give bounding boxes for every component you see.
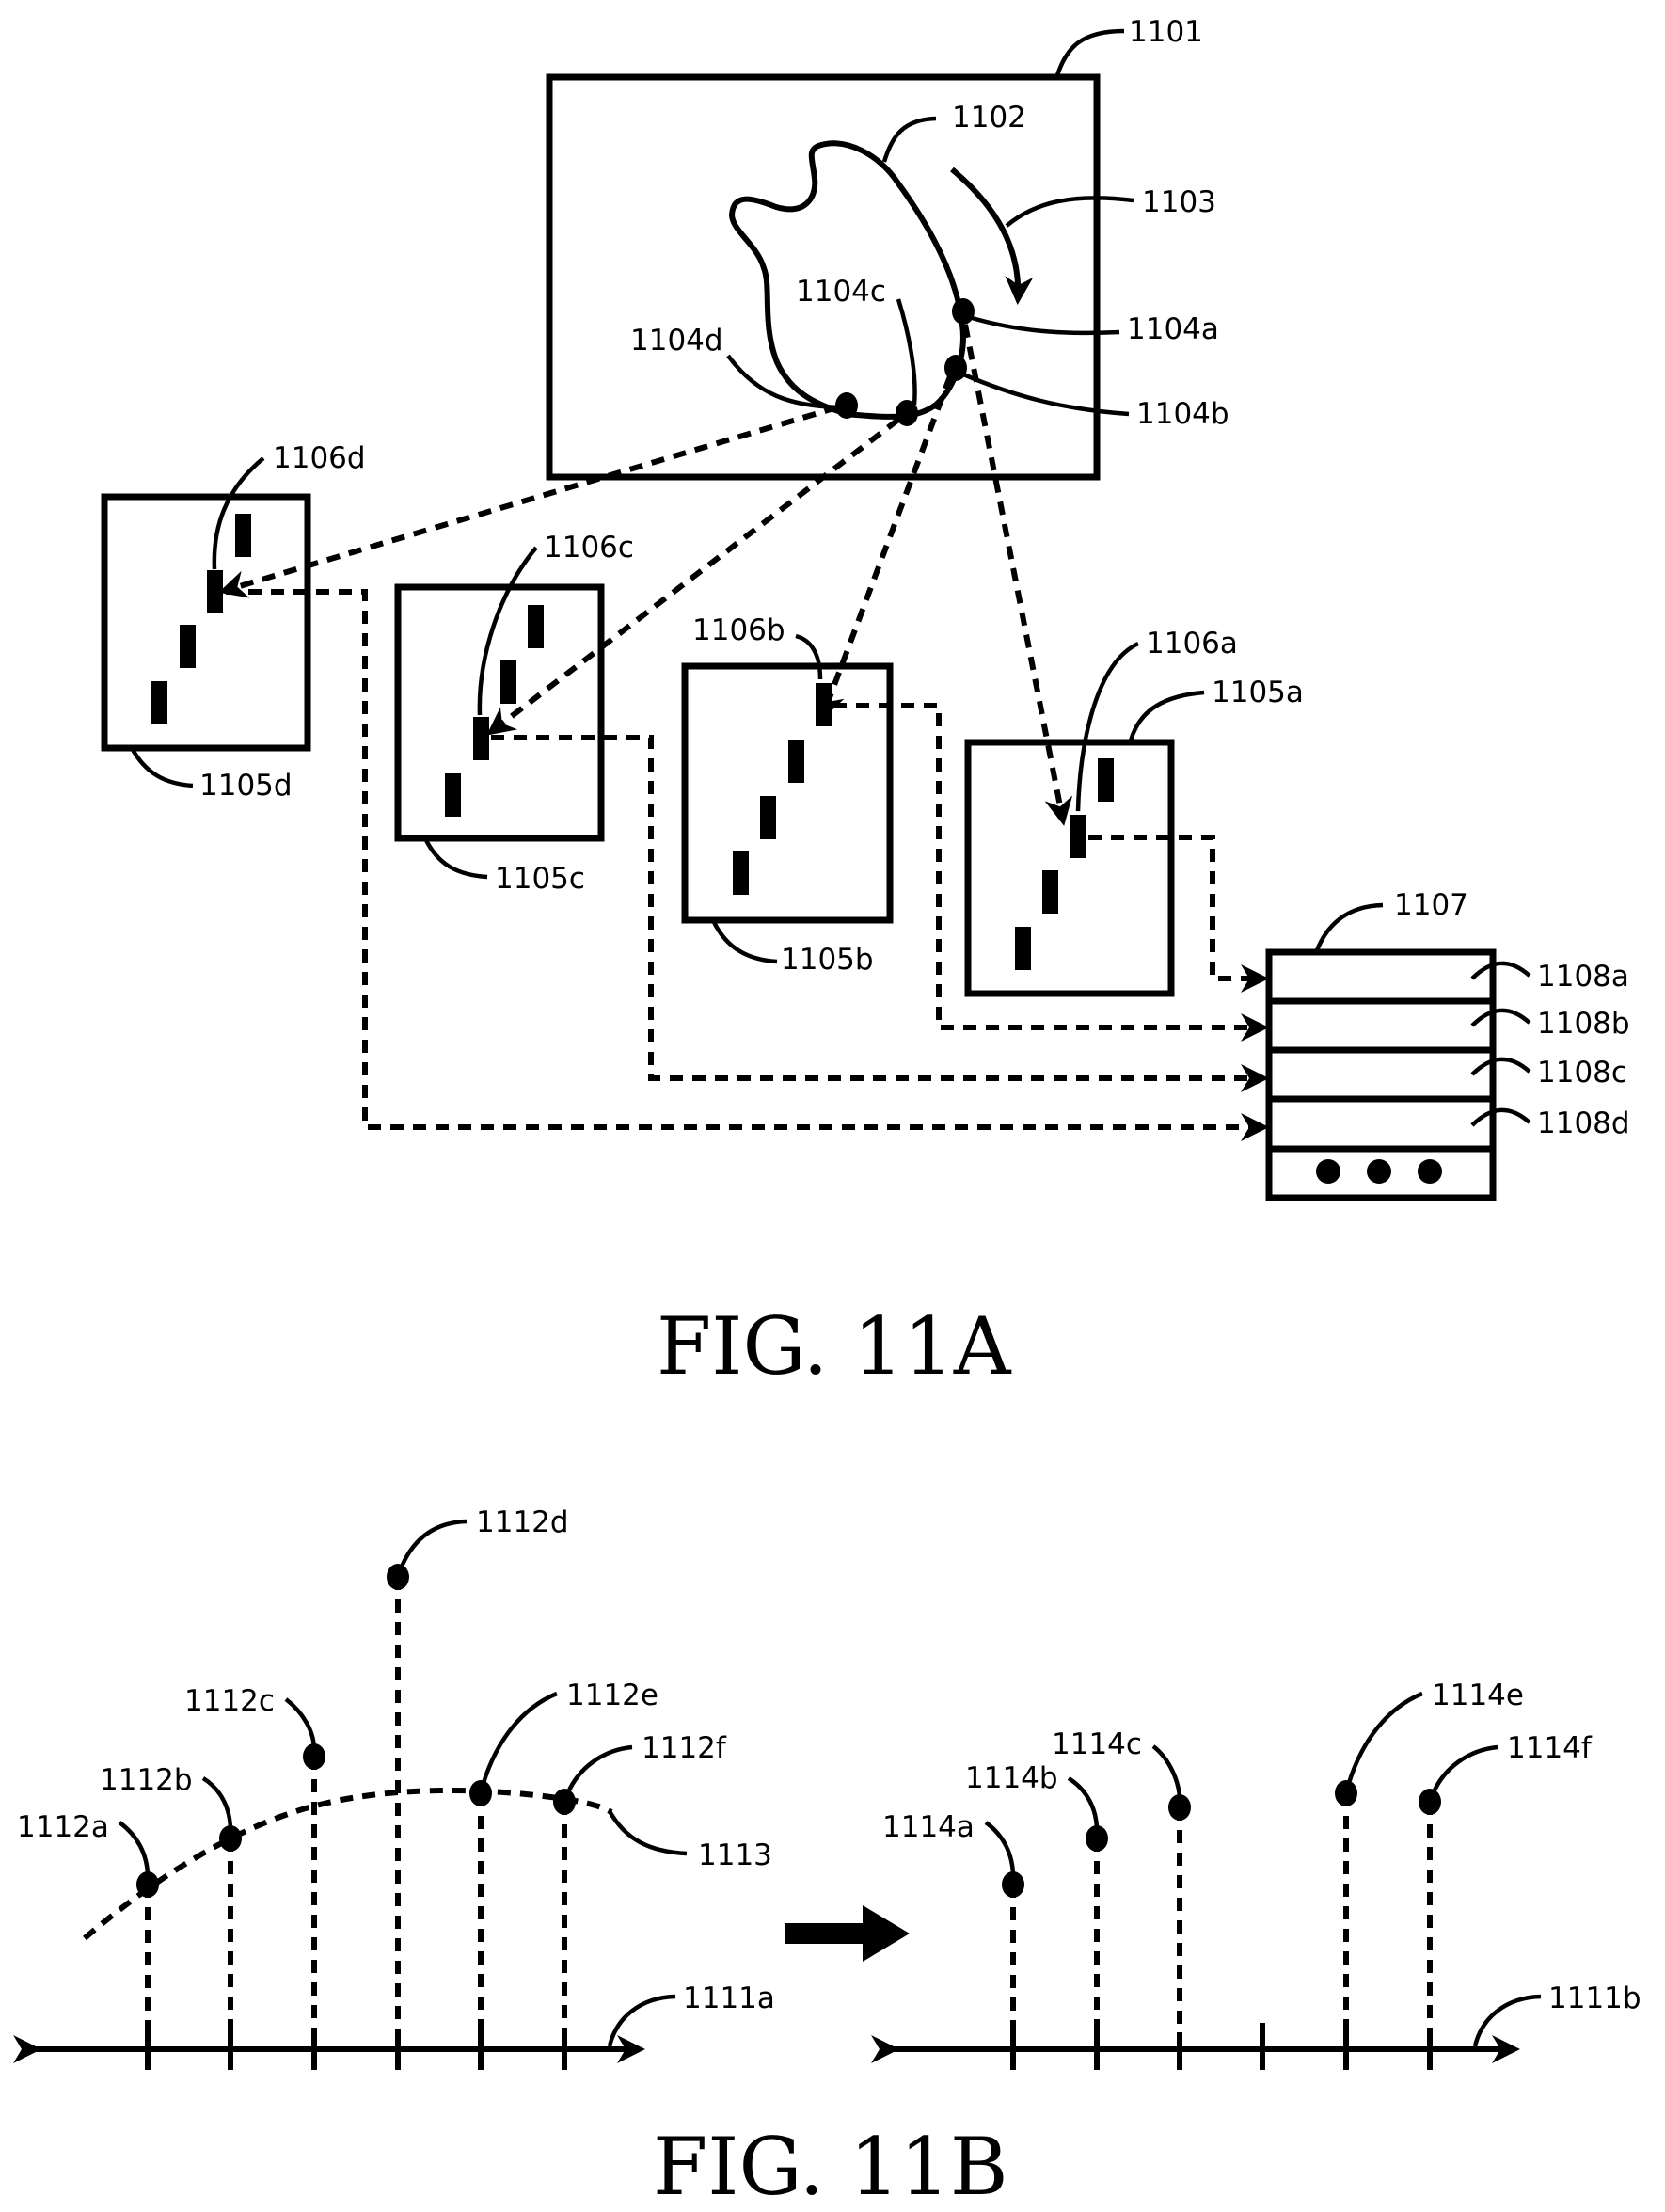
- label-1112b: 1112b: [100, 1763, 193, 1797]
- point-1112f: [553, 1789, 576, 1815]
- feature-1106c: [473, 717, 489, 760]
- feature-bar: [1042, 870, 1058, 914]
- patch-1105a: [968, 742, 1171, 994]
- label-1101: 1101: [1129, 15, 1203, 49]
- label-1104d: 1104d: [630, 324, 723, 358]
- label-1114b: 1114b: [965, 1761, 1058, 1795]
- feature-1106d: [207, 570, 223, 613]
- figure-caption-11b: FIG. 11B: [653, 2121, 1008, 2212]
- feature-1106a: [1070, 815, 1086, 858]
- label-1108d: 1108d: [1537, 1106, 1630, 1140]
- label-1112c: 1112c: [184, 1684, 275, 1718]
- feature-bar: [235, 514, 251, 557]
- leader-1112d: [402, 1521, 467, 1567]
- label-1108b: 1108b: [1537, 1007, 1630, 1041]
- fig-11b: 1111a 1113 1112a 1112b 1112c 1112d 1112e: [17, 1505, 1641, 2212]
- leader-1105a: [1131, 692, 1204, 740]
- label-1112e: 1112e: [566, 1679, 658, 1712]
- point-1112d: [387, 1564, 409, 1590]
- leader-1112c: [286, 1699, 314, 1750]
- leader-1105d: [132, 748, 193, 786]
- leader-1112b: [203, 1778, 230, 1831]
- fig-11a: 1101 1102 1103 1104a 1104b 1104c 1104d 1…: [104, 15, 1630, 1392]
- label-1105b: 1105b: [781, 943, 874, 977]
- leader-1112a: [119, 1822, 148, 1877]
- leader-1114e: [1349, 1694, 1422, 1783]
- label-1108a: 1108a: [1537, 960, 1629, 994]
- figure-caption-11a: FIG. 11A: [657, 1300, 1012, 1392]
- label-1106b: 1106b: [692, 613, 785, 647]
- label-1105c: 1105c: [495, 862, 585, 896]
- label-1106d: 1106d: [273, 441, 366, 475]
- feature-bar: [760, 796, 776, 839]
- ellipsis-dot: [1418, 1159, 1442, 1184]
- leader-1101: [1057, 31, 1124, 75]
- feature-bar: [1015, 927, 1031, 970]
- feature-bar: [151, 681, 167, 724]
- feature-bar: [1098, 758, 1114, 802]
- label-1111a: 1111a: [683, 1981, 775, 2015]
- label-1105d: 1105d: [199, 769, 293, 803]
- label-1106c: 1106c: [544, 531, 634, 565]
- label-1104a: 1104a: [1127, 312, 1219, 346]
- label-1113: 1113: [698, 1838, 772, 1872]
- label-1106a: 1106a: [1146, 627, 1238, 660]
- leader-1112f: [568, 1747, 632, 1792]
- point-1114e: [1335, 1780, 1357, 1806]
- mapping-arrow-1104d-1106d: [224, 407, 837, 591]
- leader-1114b: [1069, 1778, 1097, 1831]
- ellipsis-dot: [1367, 1159, 1391, 1184]
- transform-arrow-icon: [785, 1905, 910, 1962]
- feature-bar: [445, 773, 461, 817]
- feature-bar: [180, 625, 196, 668]
- leader-1114f: [1434, 1747, 1498, 1792]
- leader-1111b: [1475, 1997, 1541, 2046]
- label-1107: 1107: [1394, 888, 1468, 922]
- label-1112f: 1112f: [642, 1731, 727, 1765]
- stems-right: [1013, 1793, 1430, 2042]
- patch-1105c: [398, 587, 601, 838]
- patch-1105d: [104, 497, 308, 748]
- leader-1111a: [610, 1997, 675, 2046]
- label-1108c: 1108c: [1537, 1056, 1627, 1090]
- point-1114f: [1419, 1789, 1441, 1815]
- leader-1112e: [484, 1694, 557, 1783]
- feature-bar: [528, 605, 544, 648]
- feature-bar: [500, 660, 516, 704]
- label-1103: 1103: [1142, 185, 1216, 219]
- ellipsis-dot: [1316, 1159, 1340, 1184]
- leader-1114c: [1153, 1746, 1180, 1800]
- label-1114a: 1114a: [882, 1810, 975, 1844]
- leader-1114a: [986, 1822, 1013, 1877]
- label-1114e: 1114e: [1432, 1679, 1524, 1712]
- curve-1113: [85, 1790, 611, 1938]
- point-1112e: [469, 1780, 492, 1806]
- label-1114c: 1114c: [1052, 1727, 1142, 1761]
- leader-1107: [1317, 905, 1383, 950]
- label-1111b: 1111b: [1548, 1981, 1641, 2015]
- label-1112a: 1112a: [17, 1810, 109, 1844]
- stems-left: [148, 1577, 564, 2042]
- label-1104b: 1104b: [1136, 397, 1229, 431]
- leader-1113: [610, 1811, 687, 1854]
- label-1105a: 1105a: [1212, 676, 1304, 709]
- label-1102: 1102: [952, 101, 1026, 135]
- feature-bar: [788, 740, 804, 783]
- label-1112d: 1112d: [476, 1505, 569, 1539]
- leader-1105c: [425, 838, 487, 877]
- point-1104a: [952, 298, 975, 325]
- leader-1105b: [713, 920, 777, 962]
- label-1104c: 1104c: [796, 275, 886, 309]
- feature-bar: [733, 851, 749, 895]
- label-1114f: 1114f: [1507, 1731, 1593, 1765]
